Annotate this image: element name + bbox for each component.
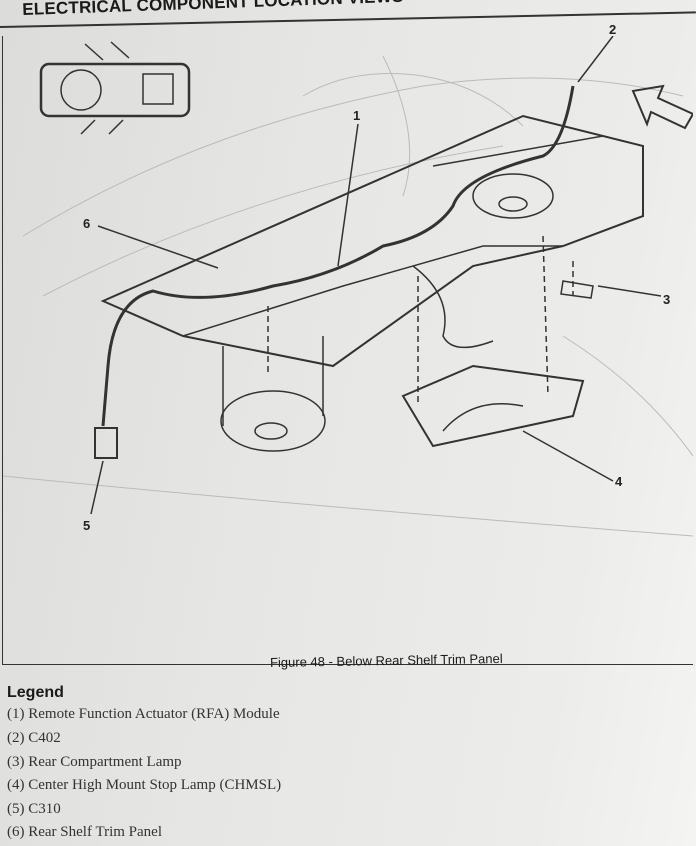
vehicle-locator-inset (39, 41, 191, 135)
rear-shelf-illustration (3, 36, 693, 537)
figure-caption: Figure 48 - Below Rear Shelf Trim Panel (269, 650, 503, 671)
callout-6: 6 (83, 216, 91, 231)
callout-1: 1 (353, 108, 361, 123)
legend-item: (2) C402 (7, 730, 61, 746)
legend-item: (6) Rear Shelf Trim Panel (7, 824, 162, 840)
callout-3: 3 (663, 292, 671, 307)
legend-title: Legend (7, 684, 64, 701)
legend-item: (3) Rear Compartment Lamp (7, 754, 182, 770)
legend-item: (1) Remote Function Actuator (RFA) Modul… (7, 706, 280, 722)
section-header: ELECTRICAL COMPONENT LOCATION VIEWS (22, 0, 404, 19)
figure-48-diagram: 1 2 3 4 5 6 (2, 22, 693, 665)
legend-item: (5) C310 (7, 801, 61, 817)
callout-4: 4 (615, 474, 623, 489)
callout-5: 5 (83, 518, 91, 533)
legend-item: (4) Center High Mount Stop Lamp (CHMSL) (7, 777, 282, 793)
callout-2: 2 (609, 22, 617, 37)
